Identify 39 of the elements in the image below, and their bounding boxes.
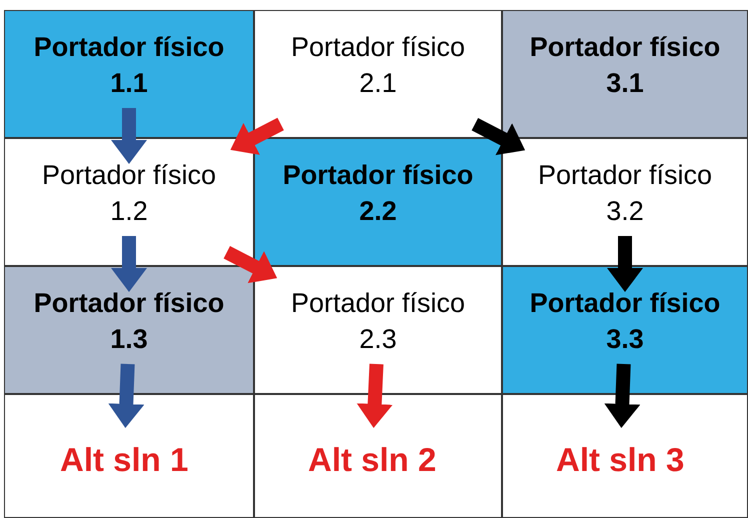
arrow (224, 246, 278, 284)
arrow (111, 236, 147, 292)
cell-heading: Portador físico (34, 31, 224, 64)
cell-number: 2.2 (359, 195, 397, 228)
table-cell (4, 10, 254, 138)
cell-number: 2.3 (359, 323, 397, 356)
arrow (607, 236, 643, 292)
cell-heading: Portador físico (42, 159, 216, 192)
solution-label: Alt sln 2 (308, 440, 436, 480)
table-cell (254, 138, 502, 266)
cell-number: 1.3 (110, 323, 148, 356)
cell-heading: Portador físico (282, 159, 474, 192)
table-cell (502, 10, 748, 138)
cell-number: 2.1 (359, 67, 397, 100)
cell-number: 3.1 (606, 67, 644, 100)
cell-number: 3.3 (606, 323, 644, 356)
cell-heading: Portador físico (538, 159, 712, 192)
arrow (604, 364, 640, 428)
table-cell (4, 138, 254, 266)
cell-heading: Portador físico (530, 287, 720, 320)
table-cell (502, 138, 748, 266)
table-cell (254, 10, 502, 138)
arrow (108, 364, 144, 428)
cell-number: 3.2 (606, 195, 644, 228)
cell-number: 1.2 (110, 195, 148, 228)
table-cell (254, 266, 502, 394)
cell-heading: Portador físico (290, 287, 466, 320)
arrow (356, 364, 393, 428)
cell-heading: Portador físico (530, 31, 720, 64)
arrow (230, 118, 284, 155)
solution-label: Alt sln 1 (60, 440, 188, 480)
cell-heading: Portador físico (290, 31, 466, 64)
cell-heading: Portador físico (34, 287, 224, 320)
arrow (111, 108, 147, 164)
table-cell (4, 266, 254, 394)
solution-label: Alt sln 3 (556, 440, 684, 480)
cell-number: 1.1 (110, 67, 148, 100)
table-cell (502, 266, 748, 394)
arrow (472, 118, 526, 156)
